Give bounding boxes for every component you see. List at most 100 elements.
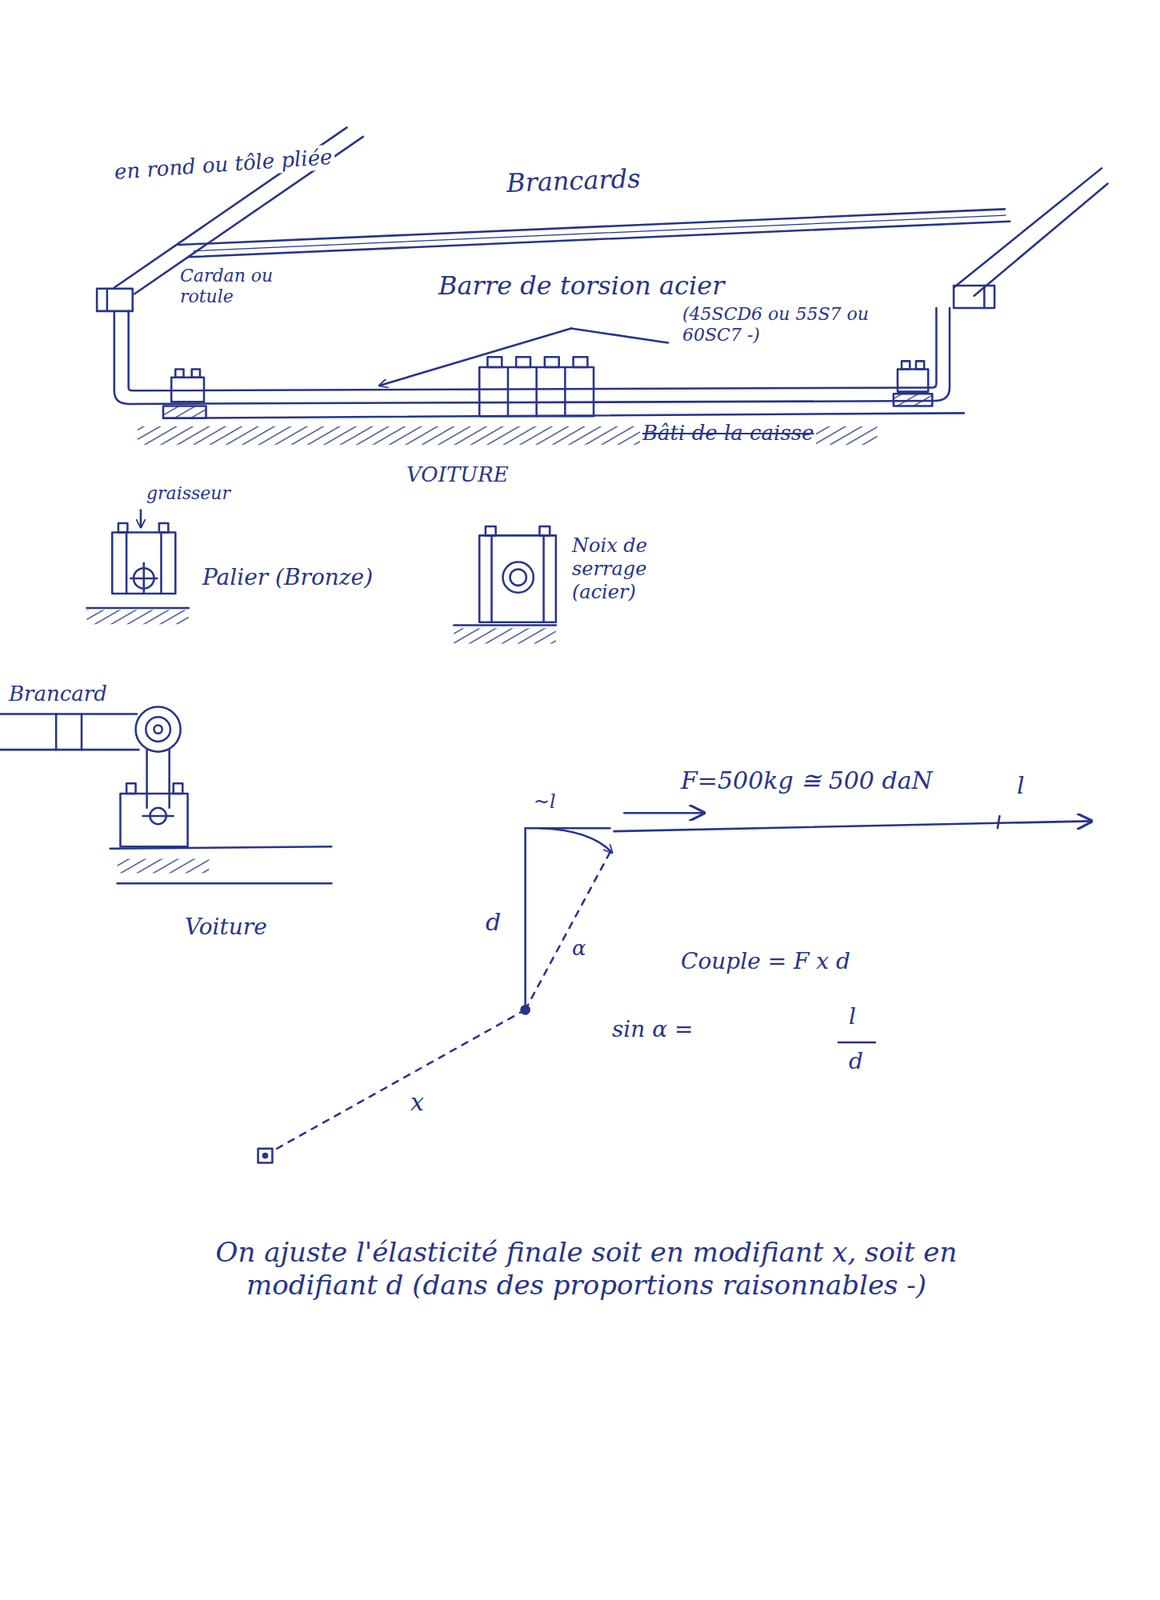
side-view — [110, 846, 332, 849]
annotation-label: d — [483, 908, 504, 937]
ground-hatching — [137, 426, 628, 445]
clamp-block — [479, 367, 594, 416]
clamp-detail — [485, 526, 496, 536]
lever-diagram — [624, 812, 704, 815]
side-view — [136, 707, 181, 752]
leader-line — [379, 328, 668, 386]
clamp-block — [573, 356, 588, 368]
annotation-label: Cardan ou rotule — [177, 265, 311, 308]
annotation-label: On ajuste l'élasticité finale soit en mo… — [160, 1236, 1013, 1302]
lever-diagram — [540, 828, 612, 853]
bearing-detail — [160, 532, 163, 595]
lever-diagram — [838, 1041, 876, 1044]
bearing-symbol — [163, 405, 207, 418]
cardan-joint — [96, 288, 133, 312]
annotation-label: Noix de serrage (acier) — [569, 534, 687, 604]
side-view — [55, 714, 58, 751]
lever-diagram — [614, 820, 1092, 832]
bearing-detail — [142, 563, 145, 594]
bearing-symbol — [171, 377, 204, 403]
side-view — [126, 783, 136, 794]
clamp-detail — [453, 628, 556, 644]
leader-line — [379, 328, 572, 386]
annotation-label: Couple = F x d — [678, 948, 853, 976]
ground-hatching — [163, 412, 964, 418]
lever-diagram — [258, 812, 1092, 1163]
annotation-label: x — [408, 1088, 427, 1117]
annotation-label: sin α = — [609, 1016, 696, 1044]
bearing-symbol — [175, 369, 184, 378]
clamp-detail — [503, 562, 534, 593]
side-view — [120, 793, 188, 847]
lever-diagram — [273, 1009, 526, 1151]
bearing-detail — [86, 607, 189, 610]
side-view — [117, 859, 210, 874]
clamp-block — [544, 356, 560, 368]
lever-diagram — [525, 848, 612, 1010]
annotation-label: ~l — [531, 790, 559, 814]
cardan-joint — [953, 285, 995, 308]
bearing-symbol — [901, 360, 910, 369]
side-view — [80, 714, 84, 751]
clamp-block — [516, 356, 531, 368]
clamp-detail — [539, 526, 550, 536]
bearing-detail — [86, 510, 189, 625]
frame-rails — [193, 215, 1006, 252]
bearing-detail — [86, 609, 189, 624]
leader-line — [571, 328, 668, 344]
bearing-symbol — [192, 369, 200, 378]
annotation-label: d — [846, 1048, 866, 1076]
side-view — [0, 712, 137, 716]
lever-diagram — [997, 816, 1000, 828]
annotation-label: Palier (Bronze) — [200, 564, 376, 592]
clamp-detail — [542, 535, 545, 622]
clamp-detail — [510, 568, 527, 585]
bearing-symbol — [163, 360, 932, 418]
lever-diagram — [258, 1148, 273, 1164]
side-view — [0, 748, 139, 752]
annotation-label: graisseur — [144, 483, 233, 504]
clamp-detail — [490, 535, 493, 622]
bearing-symbol — [916, 360, 924, 369]
ground-hatching — [137, 412, 964, 445]
cardan-joint — [106, 288, 109, 312]
annotation-label: l — [846, 1003, 859, 1031]
sketch-drawing — [0, 127, 1108, 1163]
side-view — [173, 783, 183, 794]
clamp-block — [564, 367, 567, 416]
lever-diagram — [263, 1153, 268, 1158]
bearing-detail — [112, 532, 176, 595]
clamp-detail — [479, 535, 556, 622]
clamp-block — [487, 356, 502, 368]
annotation-label: F=500kg ≅ 500 daN — [678, 766, 936, 796]
annotation-label: l — [1014, 771, 1028, 800]
annotation-label: Brancard — [6, 681, 110, 707]
annotation-label: (45SCD6 ou 55S7 ou 60SC7 -) — [680, 304, 877, 347]
clamp-detail — [453, 624, 556, 627]
bearing-symbol — [897, 369, 928, 392]
bearing-symbol — [893, 393, 932, 406]
annotation-label: Barre de torsion acier — [436, 270, 727, 301]
side-view — [143, 815, 174, 818]
side-view — [168, 749, 171, 808]
lever-diagram — [525, 827, 611, 830]
bearing-detail — [125, 532, 128, 595]
clamp-detail — [453, 526, 556, 644]
annotation-label: Bâti de la caisse — [640, 420, 816, 446]
side-view — [0, 707, 332, 884]
clamp-block — [507, 367, 510, 416]
side-view — [154, 725, 163, 734]
frame-rails — [953, 168, 1102, 288]
frame-rails — [188, 221, 1010, 258]
side-view — [145, 716, 171, 742]
frame-rails — [974, 184, 1108, 296]
annotation-label: en rond ou tôle pliée — [111, 144, 336, 186]
bearing-detail — [140, 510, 143, 528]
clamp-block — [479, 356, 594, 416]
annotation-label: α — [569, 936, 589, 961]
annotation-label: Voiture — [182, 913, 270, 941]
bearing-detail — [118, 523, 128, 532]
cardan-joint — [983, 285, 986, 308]
annotation-label: Brancards — [503, 163, 644, 199]
